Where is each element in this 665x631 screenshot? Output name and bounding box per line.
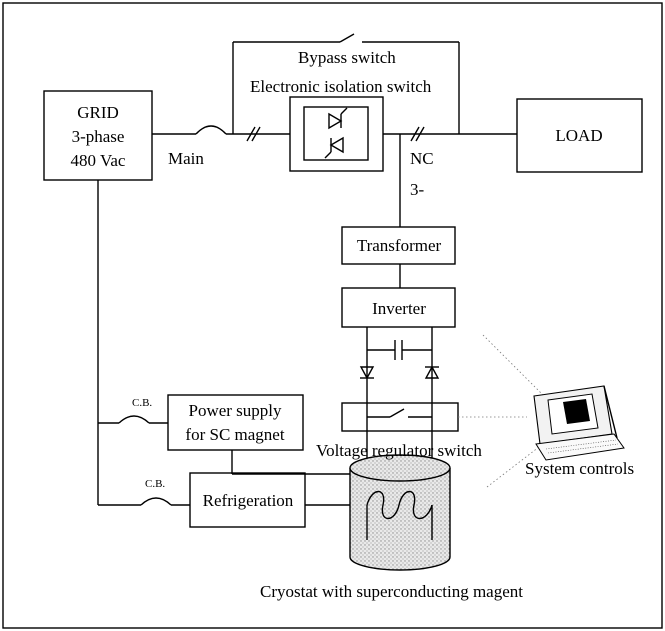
grid-branch bbox=[97, 180, 190, 506]
bypass-switch-label: Bypass switch bbox=[298, 48, 396, 67]
grid-phase-label: 3-phase bbox=[72, 127, 125, 146]
grid-voltage-label: 480 Vac bbox=[71, 151, 126, 170]
power-supply-label-1: Power supply bbox=[188, 401, 282, 420]
grid-label: GRID bbox=[77, 103, 119, 122]
inverter-box bbox=[341, 287, 456, 328]
isolation-switch-box bbox=[289, 96, 384, 172]
three-phase-label: 3- bbox=[410, 180, 425, 199]
diode-right bbox=[424, 365, 440, 379]
regulator-switch-blade bbox=[389, 408, 405, 418]
main-breaker-marks bbox=[246, 126, 425, 142]
nc-label: NC bbox=[410, 149, 434, 168]
power-supply-box bbox=[167, 394, 304, 451]
circuit-breaker-bottom-label: C.B. bbox=[145, 478, 165, 490]
main-label: Main bbox=[168, 149, 204, 168]
refrigeration-box bbox=[189, 472, 306, 528]
computer-terminal-icon bbox=[533, 385, 625, 461]
refrigeration-label: Refrigeration bbox=[203, 491, 294, 510]
voltage-regulator-box bbox=[341, 402, 459, 432]
voltage-regulator-label: Voltage regulator switch bbox=[316, 441, 482, 460]
load-box bbox=[516, 98, 643, 173]
cryostat bbox=[349, 454, 451, 571]
magnet-coil bbox=[366, 490, 433, 520]
bypass-loop bbox=[232, 33, 460, 134]
diode-left bbox=[359, 366, 375, 380]
cryostat-label: Cryostat with superconducting magent bbox=[260, 582, 523, 601]
circuit-breaker-top bbox=[118, 415, 150, 424]
load-label: LOAD bbox=[555, 126, 602, 145]
transformer-label: Transformer bbox=[357, 236, 442, 255]
cryostat-connections bbox=[231, 450, 350, 506]
bypass-switch-blade bbox=[339, 33, 355, 43]
power-supply-label-2: for SC magnet bbox=[185, 425, 284, 444]
main-power-line bbox=[152, 125, 517, 135]
inverter-label: Inverter bbox=[372, 299, 426, 318]
circuit-breaker-bottom bbox=[140, 497, 172, 506]
system-controls-label: System controls bbox=[525, 459, 634, 478]
isolation-switch-label: Electronic isolation switch bbox=[250, 77, 432, 96]
transformer-box bbox=[341, 226, 456, 265]
circuit-breaker-top-label: C.B. bbox=[132, 397, 152, 409]
